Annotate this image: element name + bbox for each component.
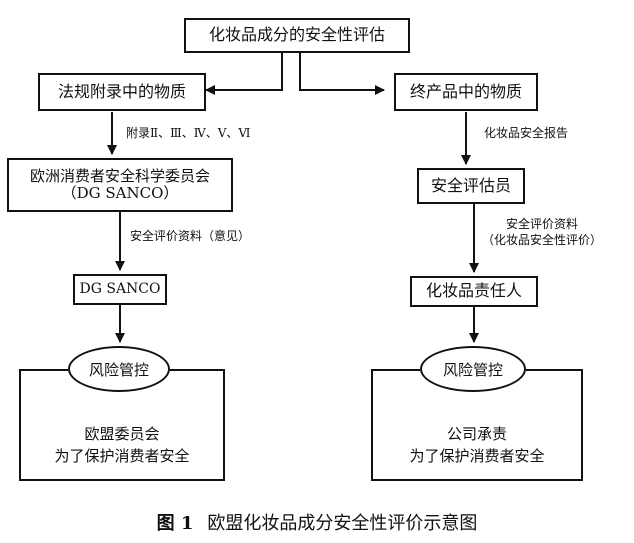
safety-report-label: 化妆品安全报告	[484, 126, 569, 140]
top-box: 化妆品成分的安全性评估	[184, 18, 410, 53]
safety-evaluation-opinion-label: 安全评价资料（意见）	[130, 229, 251, 243]
eu-commission-label: 欧盟委员会	[84, 425, 160, 443]
figure-number: 图 1	[156, 513, 194, 534]
company-responsibility-label: 公司承责	[446, 425, 507, 443]
left-risk-control-label: 风险管控	[88, 360, 149, 379]
left-protect-consumer-label: 为了保护消费者安全	[54, 446, 190, 465]
safety-assessor-box: 安全评估员	[417, 168, 525, 204]
right-bracket	[371, 369, 583, 481]
dg-sanco-label: DG SANCO	[79, 281, 161, 298]
regulation-annex-box: 法规附录中的物质	[38, 73, 206, 111]
final-product-substance-label: 终产品中的物质	[409, 81, 522, 101]
right-protect-consumer-label: 为了保护消费者安全	[409, 446, 545, 465]
right-risk-control-ellipse: 风险管控	[420, 346, 526, 392]
left-risk-control-ellipse: 风险管控	[68, 346, 170, 392]
dg-sanco-box: DG SANCO	[73, 274, 167, 305]
responsible-person-box: 化妆品责任人	[410, 276, 538, 307]
top-box-label: 化妆品成分的安全性评估	[208, 25, 385, 45]
responsible-person-label: 化妆品责任人	[425, 281, 522, 301]
safety-evaluation-data-label: 安全评价资料 （化妆品安全性评价）	[482, 217, 603, 248]
left-bracket-text: 欧盟委员会 为了保护消费者安全	[22, 424, 222, 468]
annex-label: 附录Ⅱ、Ⅲ、Ⅳ、Ⅴ、Ⅵ	[126, 126, 251, 140]
left-bracket	[19, 369, 225, 481]
figure-caption: 图 1 欧盟化妆品成分安全性评价示意图	[0, 509, 634, 535]
sccs-committee-sublabel: （DG SANCO）	[61, 184, 179, 202]
arrow-top-to-left-box	[205, 53, 283, 95]
figure-title: 欧盟化妆品成分安全性评价示意图	[207, 513, 478, 534]
regulation-annex-label: 法规附录中的物质	[57, 81, 186, 101]
right-bracket-text: 公司承责 为了保护消费者安全	[374, 424, 580, 468]
sccs-committee-label: 欧洲消费者安全科学委员会	[29, 166, 210, 185]
arrow-top-to-right-box	[299, 53, 385, 95]
safety-assessor-label: 安全评估员	[430, 175, 511, 195]
right-risk-control-label: 风险管控	[442, 360, 503, 379]
sccs-committee-box: 欧洲消费者安全科学委员会 （DG SANCO）	[7, 158, 233, 212]
final-product-substance-box: 终产品中的物质	[394, 73, 538, 111]
